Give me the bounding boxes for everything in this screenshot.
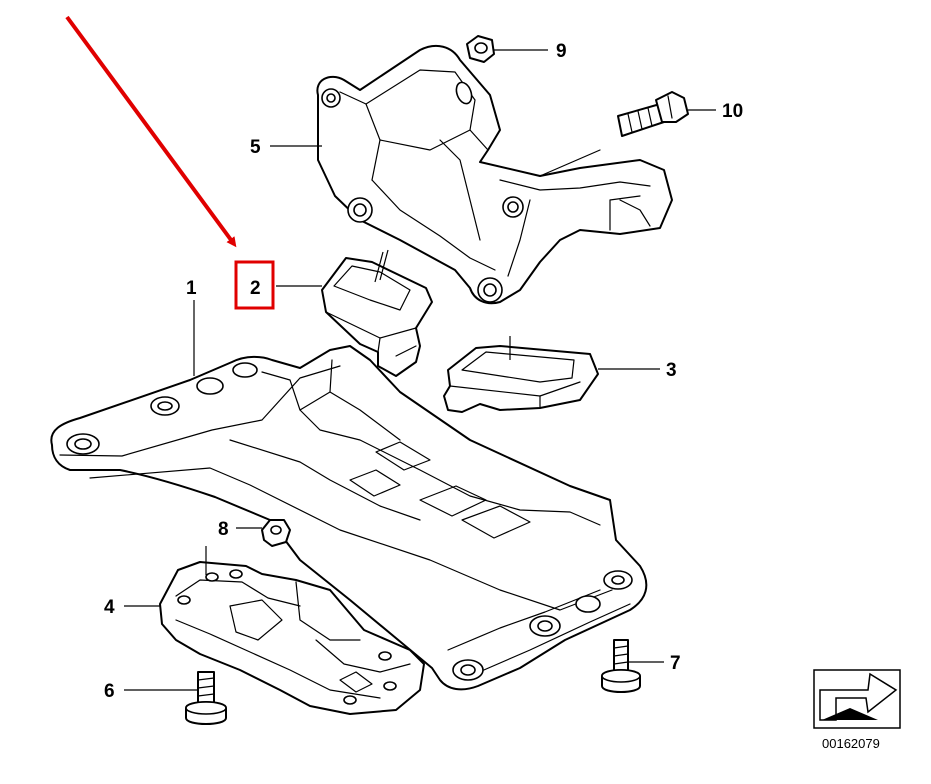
nut-part-8 [261, 519, 291, 547]
mount-part [321, 249, 433, 377]
callout-7: 7 [670, 653, 681, 674]
reference-icon [813, 669, 901, 729]
callout-5: 5 [250, 137, 261, 158]
callout-3: 3 [666, 360, 677, 381]
callout-10: 10 [722, 101, 743, 122]
callout-8: 8 [218, 519, 229, 540]
bracket-part [316, 44, 673, 305]
mount-part-3 [443, 336, 599, 413]
callout-9: 9 [556, 41, 567, 62]
callout-2: 2 [250, 278, 261, 299]
callout-1: 1 [186, 278, 197, 299]
red-pointer-arrow [65, 15, 237, 248]
crossmember-part [50, 345, 648, 691]
highlight-box [234, 260, 275, 310]
bolt-part-7 [601, 639, 641, 693]
bolt-part-6 [185, 671, 227, 725]
callout-4: 4 [104, 597, 115, 618]
diagram-number: 00162079 [822, 736, 880, 751]
nut-part [466, 35, 495, 63]
heat-shield-part [159, 546, 425, 715]
bolt-part [617, 91, 689, 137]
callout-6: 6 [104, 681, 115, 702]
